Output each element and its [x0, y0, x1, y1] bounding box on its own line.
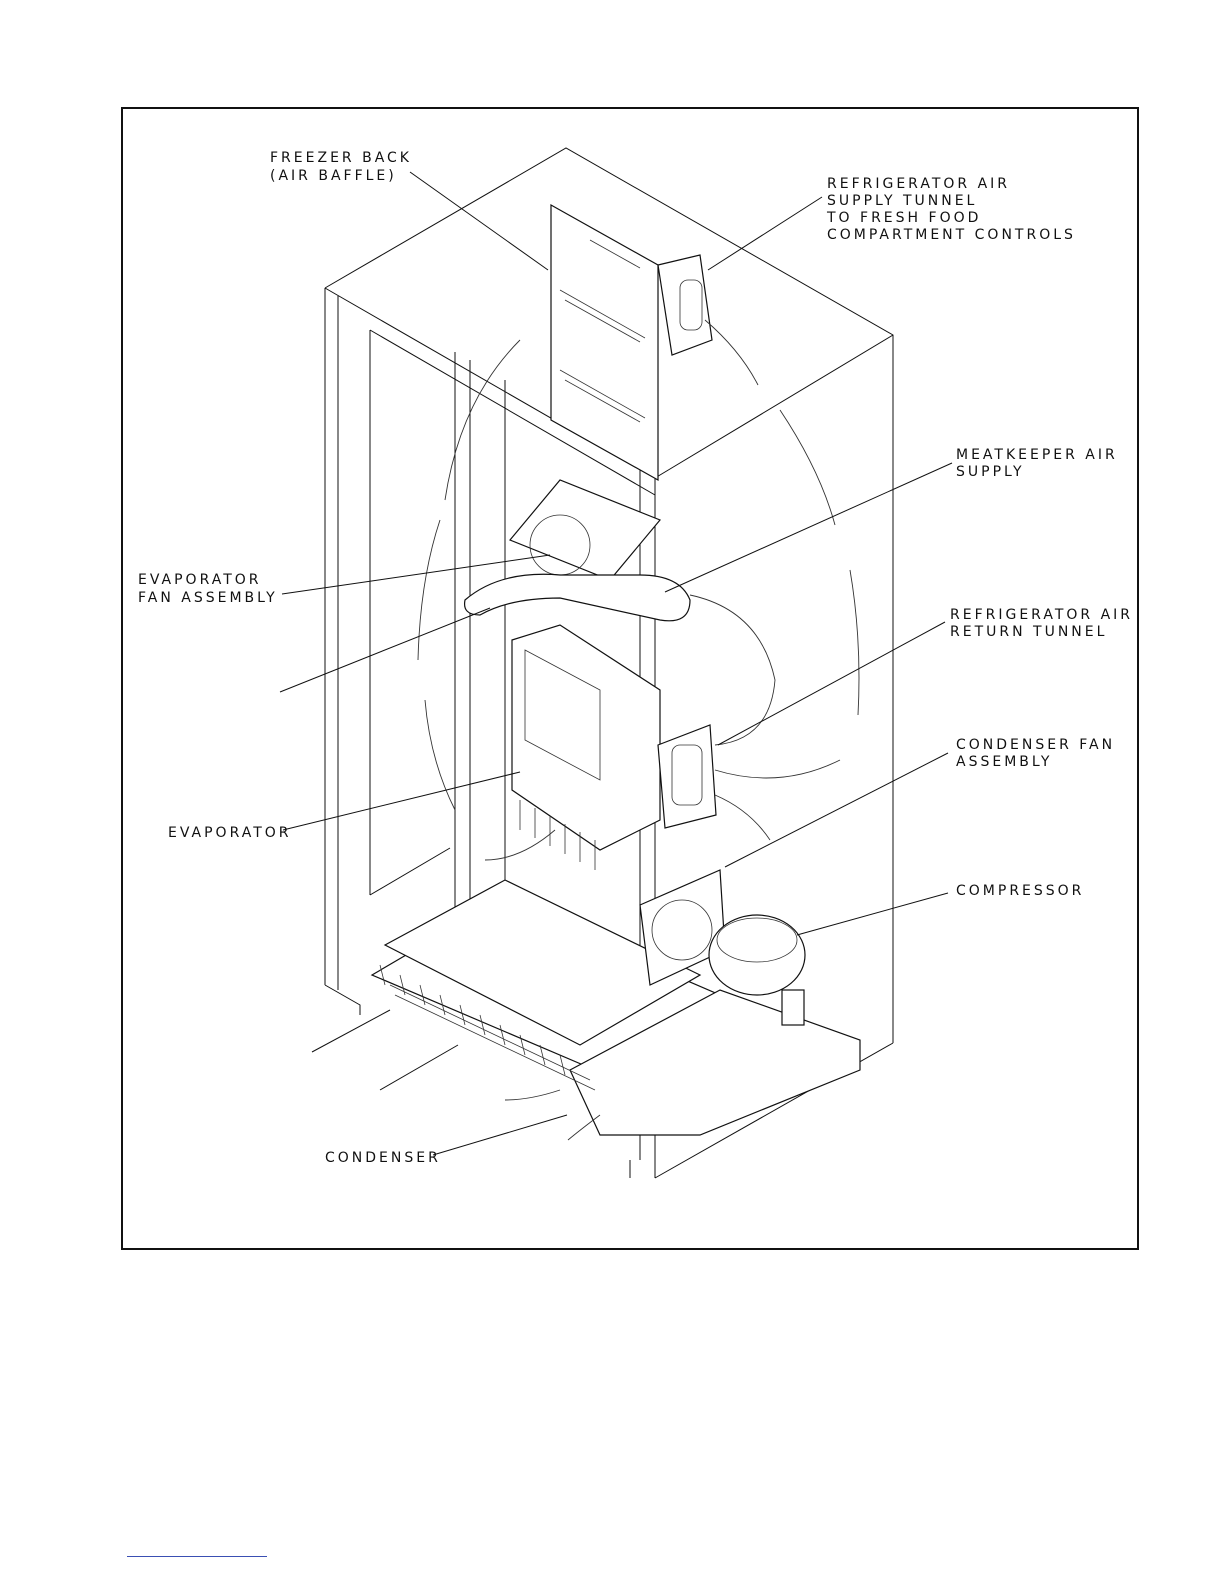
label-meatkeeper-air-supply: MEATKEEPER AIR SUPPLY [956, 447, 1125, 480]
label-freezer-back: FREEZER BACK (AIR BAFFLE) [270, 150, 419, 184]
label-compressor: COMPRESSOR [956, 883, 1084, 899]
evaporator-fan-assembly [465, 480, 690, 621]
evaporator-coil [512, 625, 660, 870]
label-evaporator-fan-assembly: EVAPORATOR FAN ASSEMBLY [138, 572, 278, 606]
label-condenser-fan-assembly: CONDENSER FAN ASSEMBLY [956, 737, 1123, 770]
machine-compartment [372, 870, 860, 1135]
footer-rule [127, 1556, 267, 1557]
label-refrigerator-air-return-tunnel: REFRIGERATOR AIR RETURN TUNNEL [950, 607, 1140, 640]
air-return-tunnel [658, 725, 716, 828]
label-evaporator: EVAPORATOR [168, 825, 292, 841]
compressor-shell [709, 915, 805, 995]
air-supply-tunnel [658, 255, 712, 355]
label-refrigerator-air-supply-tunnel: REFRIGERATOR AIR SUPPLY TUNNEL TO FRESH … [826, 176, 1076, 243]
freezer-back-baffle [551, 205, 658, 480]
label-condenser: CONDENSER [325, 1150, 441, 1166]
